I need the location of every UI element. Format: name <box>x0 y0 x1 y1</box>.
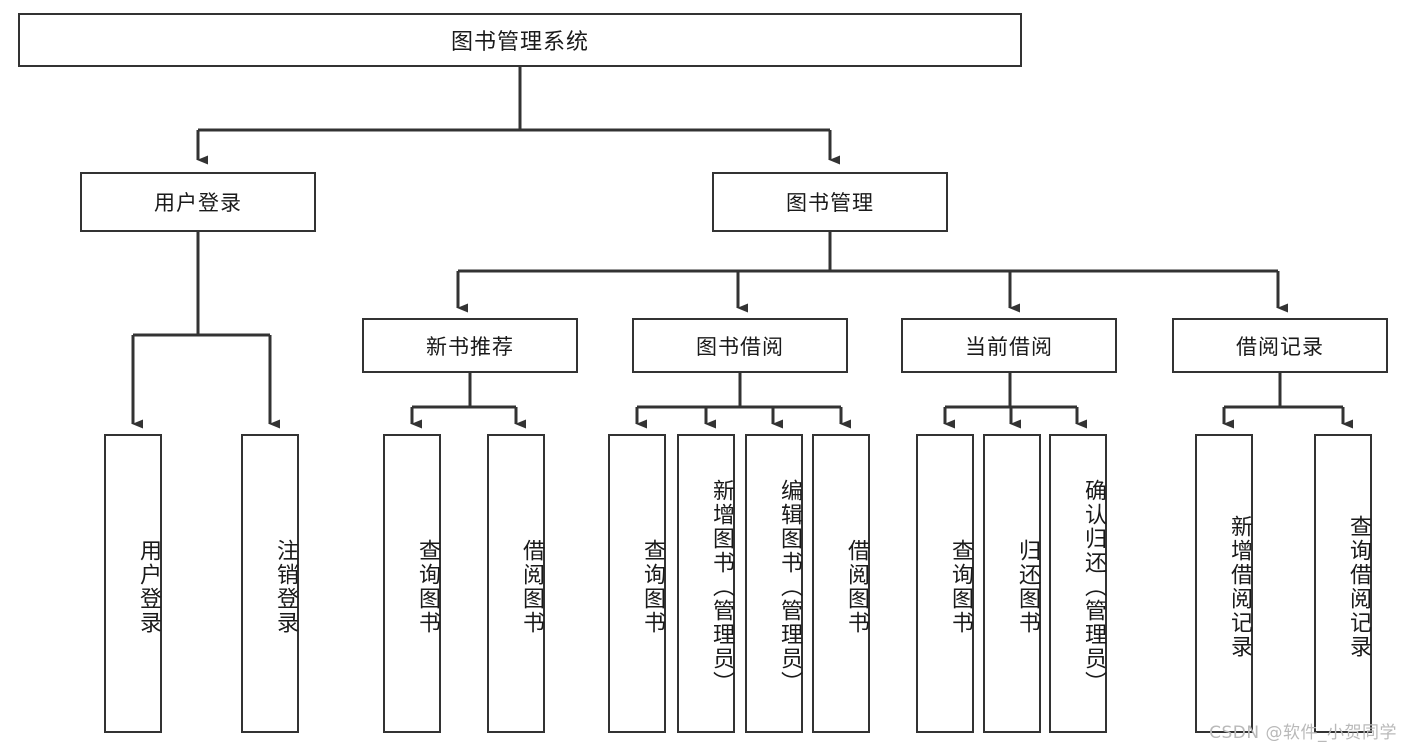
leaf-label: 查询借阅记录 <box>1346 514 1371 659</box>
leaf-label: 注销登录 <box>273 538 298 635</box>
node-book-management[interactable]: 图书管理 <box>712 172 948 232</box>
csdn-watermark: CSDN @软件_小贺同学 <box>1209 723 1397 743</box>
leaf-new-book-query-book[interactable]: 查询图书 <box>383 434 441 733</box>
leaf-label: 查询图书 <box>948 538 973 635</box>
leaf-label: 查询图书 <box>640 538 665 635</box>
leaf-label: 借阅图书 <box>844 538 869 635</box>
leaf-label: 编辑图书（管理员） <box>777 478 802 695</box>
leaf-label: 确认归还（管理员） <box>1081 478 1106 695</box>
leaf-book-borrow-add-book-admin[interactable]: 新增图书（管理员） <box>677 434 735 733</box>
leaf-label: 借阅图书 <box>519 538 544 635</box>
node-borrow-record[interactable]: 借阅记录 <box>1172 318 1388 373</box>
node-current-borrow[interactable]: 当前借阅 <box>901 318 1117 373</box>
leaf-user-login-logout[interactable]: 注销登录 <box>241 434 299 733</box>
leaf-label: 归还图书 <box>1015 538 1040 635</box>
leaf-label: 查询图书 <box>415 538 440 635</box>
leaf-label: 新增图书（管理员） <box>709 478 734 695</box>
leaf-borrow-record-add-record[interactable]: 新增借阅记录 <box>1195 434 1253 733</box>
leaf-label: 新增借阅记录 <box>1227 514 1252 659</box>
node-new-book-recommend[interactable]: 新书推荐 <box>362 318 578 373</box>
leaf-book-borrow-borrow-book[interactable]: 借阅图书 <box>812 434 870 733</box>
node-book-borrow[interactable]: 图书借阅 <box>632 318 848 373</box>
node-user-login[interactable]: 用户登录 <box>80 172 316 232</box>
leaf-book-borrow-query-book[interactable]: 查询图书 <box>608 434 666 733</box>
leaf-new-book-borrow-book[interactable]: 借阅图书 <box>487 434 545 733</box>
leaf-book-borrow-edit-book-admin[interactable]: 编辑图书（管理员） <box>745 434 803 733</box>
leaf-label: 用户登录 <box>136 538 161 635</box>
leaf-current-borrow-confirm-return-admin[interactable]: 确认归还（管理员） <box>1049 434 1107 733</box>
leaf-borrow-record-query-record[interactable]: 查询借阅记录 <box>1314 434 1372 733</box>
leaf-user-login-login[interactable]: 用户登录 <box>104 434 162 733</box>
leaf-current-borrow-query-book[interactable]: 查询图书 <box>916 434 974 733</box>
leaf-current-borrow-return-book[interactable]: 归还图书 <box>983 434 1041 733</box>
node-root-system[interactable]: 图书管理系统 <box>18 13 1022 67</box>
